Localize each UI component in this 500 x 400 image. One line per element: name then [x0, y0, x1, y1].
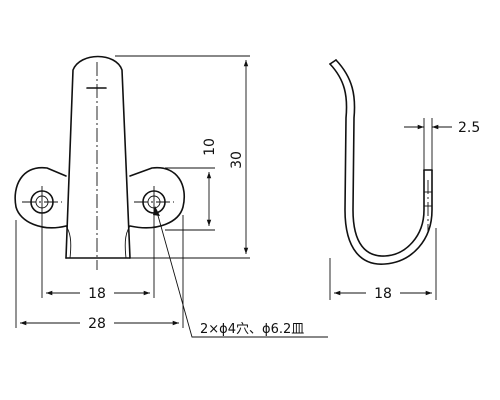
hook-body-outline	[65, 55, 131, 259]
hole-callout-text: 2×ϕ4穴、ϕ6.2皿	[200, 322, 304, 337]
front-view	[14, 55, 185, 298]
dim-18-front-label: 18	[88, 286, 106, 302]
hook-tip-cap	[329, 59, 337, 65]
dim-18-side-label: 18	[374, 286, 392, 302]
side-view	[329, 59, 433, 265]
right-bend-line	[124, 225, 131, 259]
dim-28-label: 28	[88, 316, 106, 332]
hole-leader-line	[156, 211, 328, 338]
hole-leader-arrow	[153, 206, 160, 216]
dim-30-label: 30	[229, 151, 245, 169]
dim-10-label: 10	[202, 138, 218, 156]
hook-side-outer	[329, 63, 433, 265]
left-bend-line	[65, 225, 72, 259]
hook-side-inner	[335, 59, 425, 257]
thickness-label: 2.5	[458, 120, 480, 136]
